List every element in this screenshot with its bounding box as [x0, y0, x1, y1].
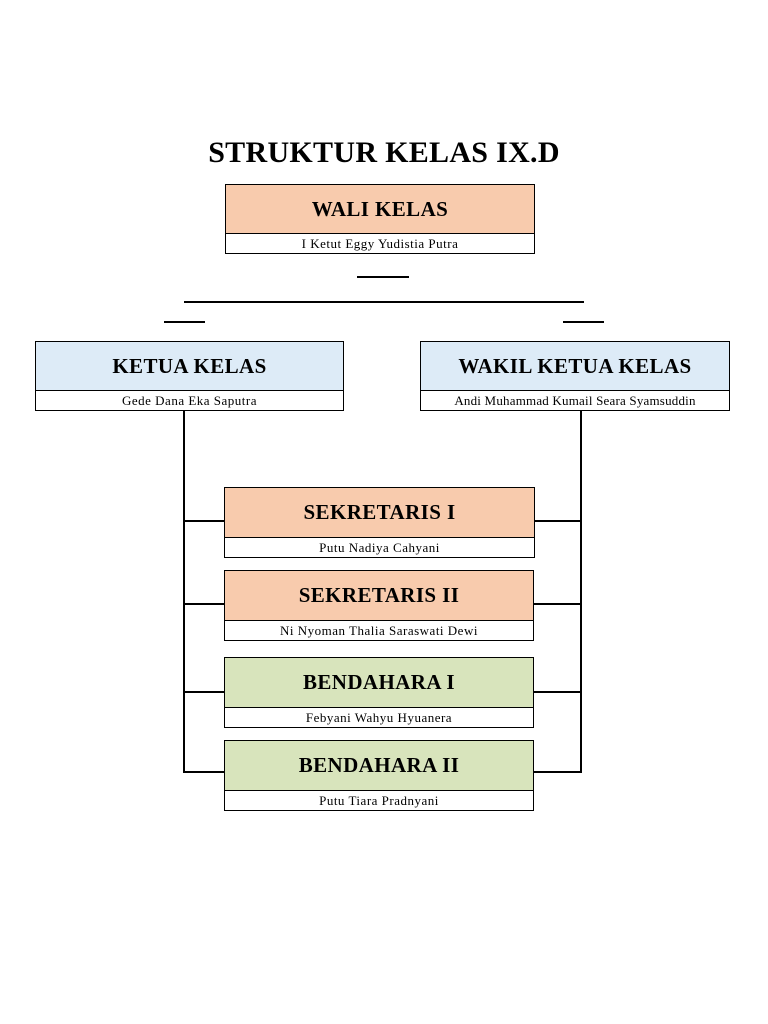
person-name: Gede Dana Eka Saputra [35, 391, 344, 411]
page-title: STRUKTUR KELAS IX.D [208, 136, 560, 169]
role-label: WAKIL KETUA KELAS [420, 341, 730, 391]
connector-line [357, 276, 409, 278]
node-bendahara-2: BENDAHARA II Putu Tiara Pradnyani [224, 740, 534, 811]
connector-line [534, 603, 582, 605]
node-wakil-ketua-kelas: WAKIL KETUA KELAS Andi Muhammad Kumail S… [420, 341, 730, 411]
role-label: BENDAHARA I [224, 657, 534, 708]
person-name: I Ketut Eggy Yudistia Putra [225, 234, 535, 254]
node-wali-kelas: WALI KELAS I Ketut Eggy Yudistia Putra [225, 184, 535, 254]
connector-line [164, 321, 205, 323]
connector-line [563, 321, 604, 323]
person-name: Andi Muhammad Kumail Seara Syamsuddin [420, 391, 730, 411]
person-name: Febyani Wahyu Hyuanera [224, 708, 534, 728]
node-sekretaris-2: SEKRETARIS II Ni Nyoman Thalia Saraswati… [224, 570, 534, 641]
connector-line [184, 301, 584, 303]
connector-line [183, 520, 225, 522]
role-label: WALI KELAS [225, 184, 535, 234]
role-label: SEKRETARIS II [224, 570, 534, 621]
connector-line [183, 771, 225, 773]
connector-line [580, 411, 582, 773]
connector-line [183, 691, 225, 693]
node-bendahara-1: BENDAHARA I Febyani Wahyu Hyuanera [224, 657, 534, 728]
connector-line [534, 520, 582, 522]
connector-line [534, 691, 582, 693]
connector-line [183, 411, 185, 773]
role-label: SEKRETARIS I [224, 487, 535, 538]
person-name: Putu Tiara Pradnyani [224, 791, 534, 811]
connector-line [534, 771, 582, 773]
person-name: Ni Nyoman Thalia Saraswati Dewi [224, 621, 534, 641]
node-sekretaris-1: SEKRETARIS I Putu Nadiya Cahyani [224, 487, 535, 558]
person-name: Putu Nadiya Cahyani [224, 538, 535, 558]
connector-line [183, 603, 225, 605]
role-label: KETUA KELAS [35, 341, 344, 391]
role-label: BENDAHARA II [224, 740, 534, 791]
node-ketua-kelas: KETUA KELAS Gede Dana Eka Saputra [35, 341, 344, 411]
